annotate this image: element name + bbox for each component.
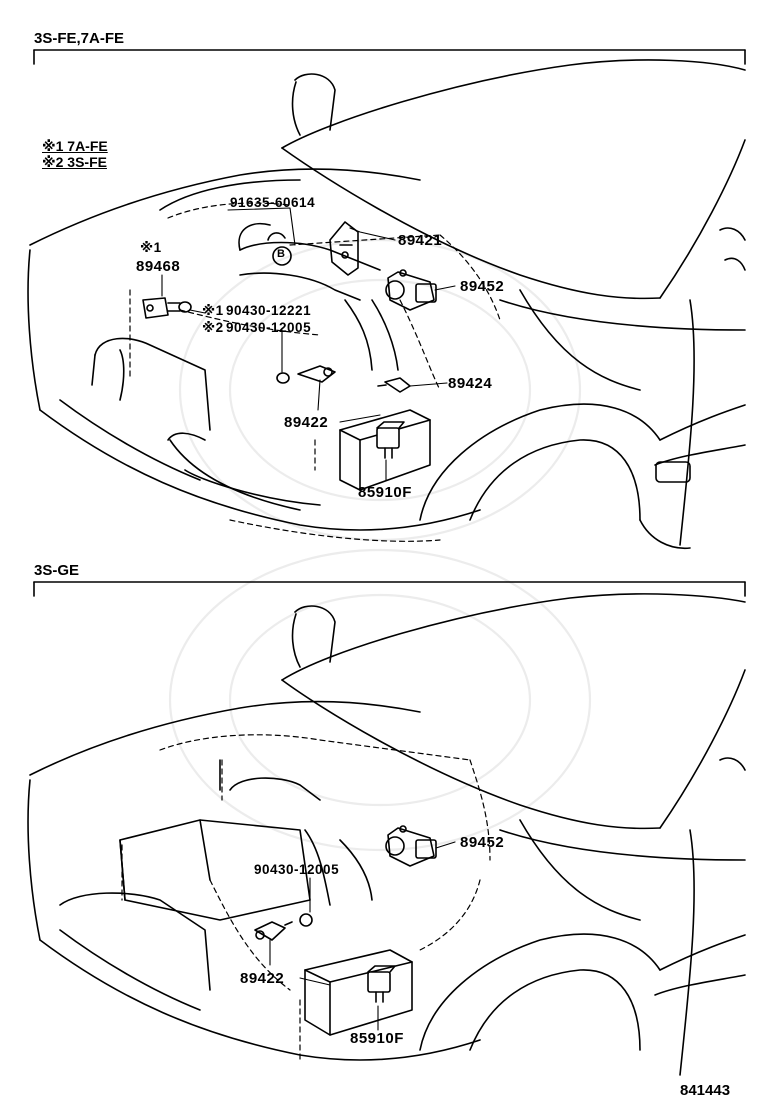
section-1-car-outline: [27, 59, 746, 550]
part-prefix-90430-12005: ※2: [202, 320, 224, 335]
section-1-leaders: [161, 207, 456, 481]
part-label-89468: 89468: [136, 258, 181, 275]
section-1-harness: [129, 202, 501, 542]
part-label-89424: 89424: [448, 375, 493, 392]
section-2-bracket: [33, 581, 746, 597]
part-label-91635-60614: 91635-60614: [230, 195, 316, 210]
part-label-85910F: 85910F: [358, 484, 412, 501]
note-2: ※2 3S-FE: [42, 154, 107, 170]
section-1-title: 3S-FE,7A-FE: [34, 30, 125, 47]
part-label-90430-12221: 90430-12221: [226, 303, 312, 318]
part-prefix-90430-12221: ※1: [202, 303, 224, 318]
section-2-car-outline: [27, 593, 746, 1076]
part-label-85910F-ge: 85910F: [350, 1030, 404, 1047]
section-2-title: 3S-GE: [34, 562, 80, 579]
section-2-harness: [121, 734, 491, 1061]
section-2-parts: [254, 825, 437, 941]
part-label-89452: 89452: [460, 278, 505, 295]
part-label-90430-12005: 90430-12005: [226, 320, 312, 335]
note-1: ※1 7A-FE: [42, 138, 108, 154]
section-1-parts: [142, 221, 437, 393]
watermark: [168, 238, 592, 852]
part-label-89422-ge: 89422: [240, 970, 285, 987]
figure-number: 841443: [680, 1082, 731, 1099]
part-label-90430-12005-ge: 90430-12005: [254, 862, 340, 877]
part-label-89452-ge: 89452: [460, 834, 505, 851]
part-label-89422: 89422: [284, 414, 329, 431]
part-prefix-89468: ※1: [140, 240, 162, 255]
section-1-bracket: [33, 49, 746, 65]
section-2-leaders: [269, 841, 456, 1031]
part-label-89421: 89421: [398, 232, 443, 249]
circle-marker-b: B: [277, 248, 286, 260]
